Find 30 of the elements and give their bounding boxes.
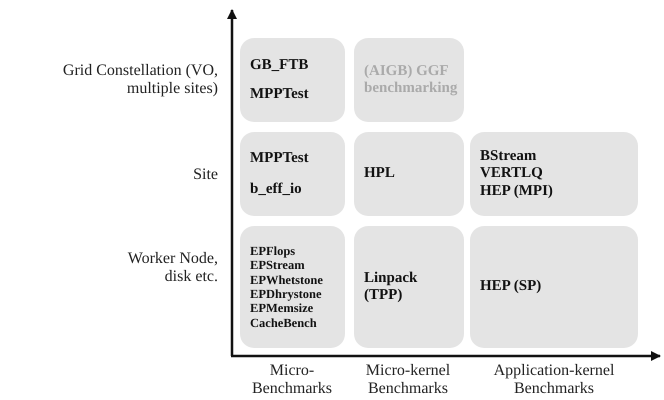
- column-label: Micro- Benchmarks: [251, 362, 333, 398]
- row-label: Worker Node, disk etc.: [126, 250, 218, 286]
- benchmark-name: EPDhrystone: [250, 287, 323, 302]
- benchmark-panel: [354, 132, 464, 216]
- benchmark-name: VERTLQ: [480, 165, 544, 183]
- benchmark-panel: [354, 38, 464, 122]
- benchmark-name: EPMemsize: [250, 301, 314, 316]
- benchmark-panel: [240, 38, 345, 122]
- benchmark-name: MPPTest: [250, 150, 310, 167]
- benchmark-panel: [470, 226, 638, 348]
- benchmark-name: Linpack (TPP): [364, 270, 418, 304]
- benchmark-name: MPPTest: [250, 86, 310, 104]
- benchmark-name: HPL: [364, 165, 396, 183]
- benchmark-name: HEP (MPI): [480, 182, 554, 200]
- benchmark-name: GB_FTB: [250, 56, 310, 74]
- benchmark-name: BStream: [480, 148, 538, 166]
- column-label: Micro-kernel Benchmarks: [364, 362, 452, 398]
- benchmark-name: EPWhetstone: [250, 272, 324, 287]
- benchmark-name: EPStream: [250, 258, 306, 273]
- column-label: Application-kernel Benchmarks: [492, 362, 616, 398]
- row-label: Grid Constellation (VO, multiple sites): [62, 62, 218, 98]
- benchmark-panel: [470, 132, 638, 216]
- benchmark-name: b_eff_io: [250, 181, 303, 198]
- benchmark-name: HEP (SP): [480, 278, 542, 296]
- benchmark-name: EPFlops: [250, 244, 296, 258]
- row-label: Site: [192, 166, 218, 184]
- benchmark-panel: [240, 226, 345, 348]
- benchmark-panel: [240, 132, 345, 216]
- benchmark-name: CacheBench: [250, 316, 318, 330]
- benchmark-panel: [354, 226, 464, 348]
